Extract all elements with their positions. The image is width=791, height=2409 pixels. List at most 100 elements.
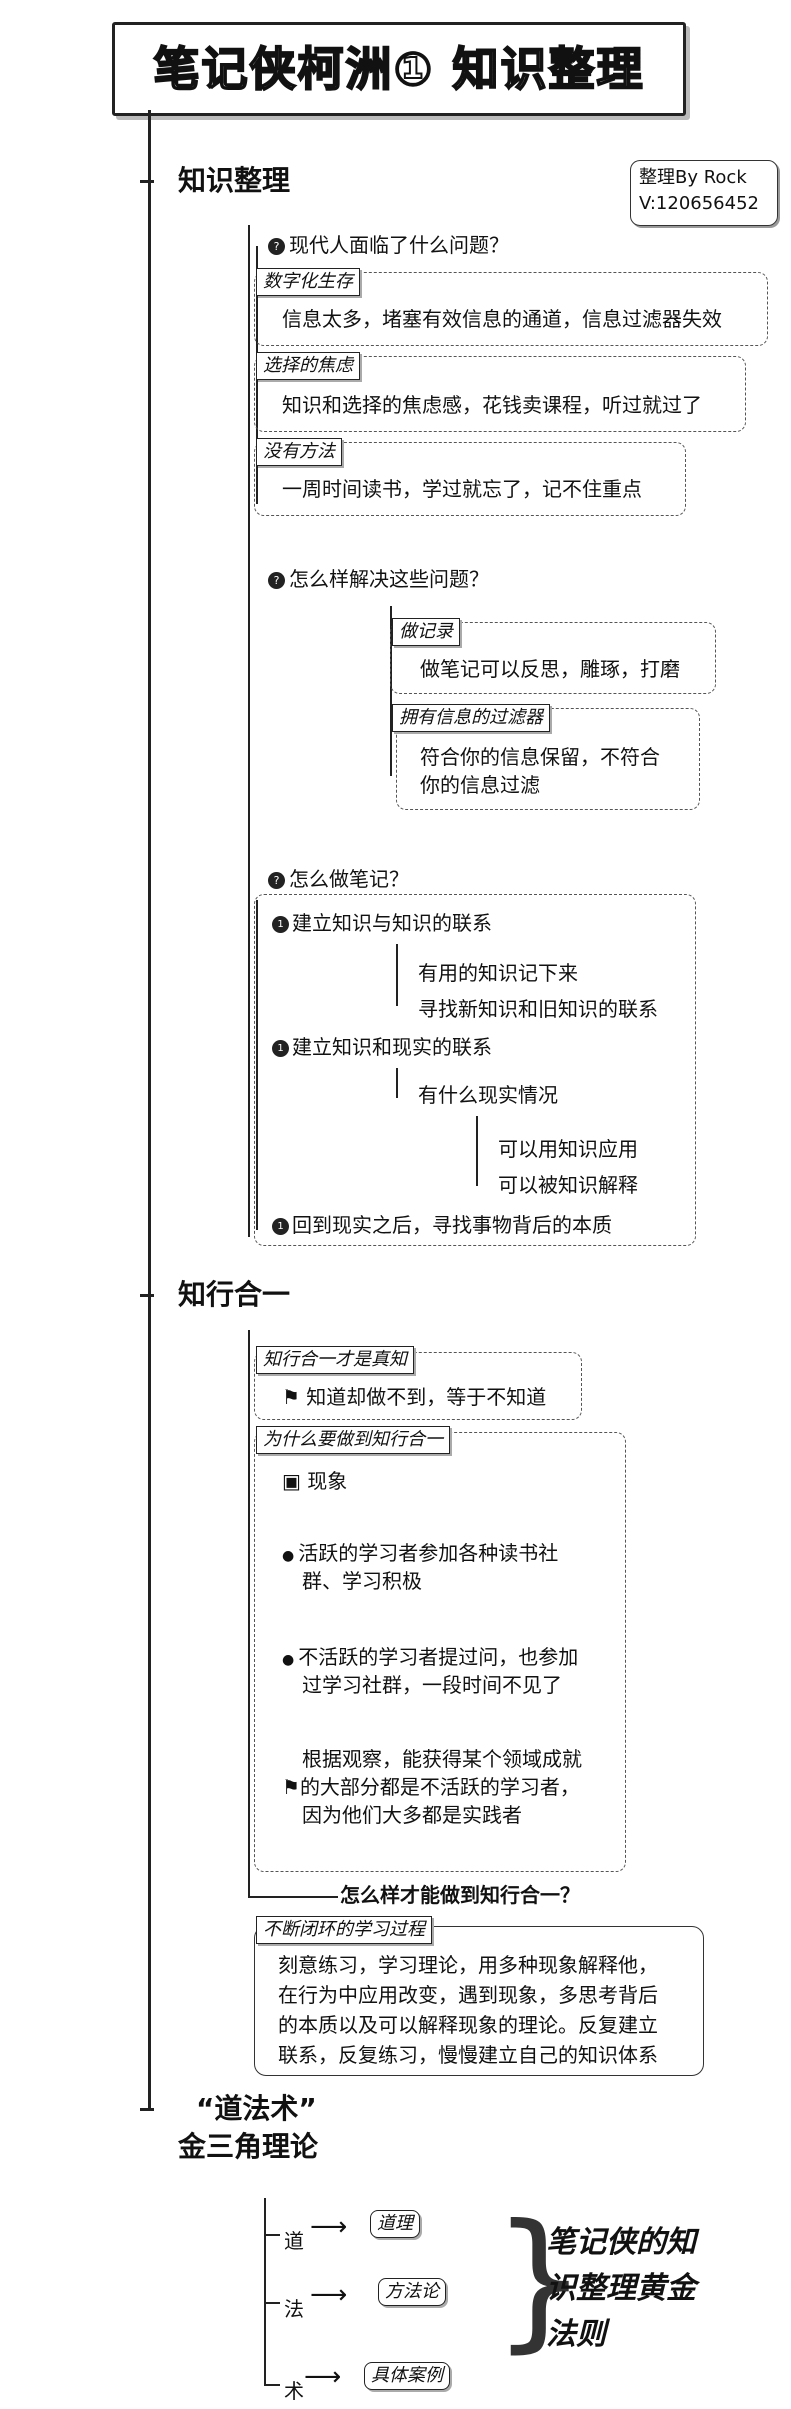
q1-item2-box [254,356,746,432]
q2-text: 怎么样解决这些问题？ [289,567,489,591]
q3-label: ?怎么做笔记？ [268,866,409,892]
s3-row2-key: 法 [284,2297,304,2321]
q2-item2-tag: 拥有信息的过滤器 [392,704,550,732]
s2-t2-p1b: 群、学习积极 [302,1569,422,1593]
s2-spine [248,1330,250,1898]
q3-b-child1: 有什么现实情况 [418,1083,558,1107]
s3-row1-key: 道 [284,2229,304,2253]
s1-spine [248,225,250,1237]
q3-a-branch [396,944,398,1006]
q1-item3-text: 一周时间读书，学过就忘了，记不住重点 [282,477,642,501]
s2-t3-l1: 刻意练习，学习理论，用多种现象解释他， [278,1953,658,1977]
credit-box: 整理By Rock V:120656452 [630,160,778,226]
s3-row2-val: 方法论 [378,2278,446,2306]
person-icon: ● [282,1652,295,1668]
s2-question: 怎么样才能做到知行合一？ [340,1883,580,1907]
s2-t2-p3c: 因为他们大多都是实践者 [302,1803,522,1827]
page-title: 笔记侠柯洲① 知识整理 [153,41,645,97]
q1-item1-box [254,272,768,346]
s2-t2-p3b: ⚑的大部分都是不活跃的学习者， [282,1774,580,1800]
s3-branch [264,2198,266,2384]
q1-text: 现代人面临了什么问题？ [289,233,509,257]
question-circle-icon: ? [268,872,285,889]
s2-t2-p3b-text: 的大部分都是不活跃的学习者， [299,1775,580,1799]
s2-t2-tag: 为什么要做到知行合一 [256,1426,450,1454]
s2-t2-p2b: 过学习社群，一段时间不见了 [302,1673,562,1697]
s3-row2-arrow: ⟶ [310,2280,348,2310]
section-heading-1: 知识整理 [178,164,291,197]
s2-t2-p2a: ●不活跃的学习者提过问，也参加 [282,1644,578,1673]
q1-item1-text: 信息太多，堵塞有效信息的通道，信息过滤器失效 [282,307,722,331]
question-circle-icon: ? [268,572,285,589]
s2-t3-l3: 的本质以及可以解释现象的理论。反复建立 [278,2013,658,2037]
s2-spine-bottom [248,1896,338,1898]
q3-branch [256,900,258,1230]
number-one-icon: 1 [272,916,289,933]
q2-item1-text: 做笔记可以反思，雕琢，打磨 [420,657,680,681]
credit-line-1: 整理By Rock [639,167,747,188]
s3-tick-3 [264,2384,280,2386]
s3-row1-arrow: ⟶ [310,2212,348,2242]
s3-summary-1: 笔记侠的知 [546,2225,696,2260]
q3-b-detail2: 可以被知识解释 [498,1173,638,1197]
person-icon: ● [282,1548,295,1564]
s2-t3-l2: 在行为中应用改变，遇到现象，多思考背后 [278,1983,658,2007]
s3-row3-key: 术 [284,2379,304,2403]
s2-t2-p1a: ●活跃的学习者参加各种读书社 [282,1540,558,1569]
question-circle-icon: ? [268,238,285,255]
s2-t3-box [254,1926,704,2076]
spine-tick-1 [140,180,154,183]
q3-a-text: 建立知识与知识的联系 [292,911,492,935]
q1-item2-text: 知识和选择的焦虑感，花钱卖课程，听过就过了 [282,393,702,417]
s2-t1-box [254,1352,582,1420]
s3-tick-2 [264,2302,280,2304]
q3-b-detail1: 可以用知识应用 [498,1137,638,1161]
q1-item3-tag: 没有方法 [256,438,342,466]
spine-tick-2 [140,1294,154,1297]
q1-item2-tag: 选择的焦虑 [256,352,360,380]
s2-t2-p2a-text: 不活跃的学习者提过问，也参加 [298,1645,579,1669]
q2-label: ?怎么样解决这些问题？ [268,566,489,592]
number-one-icon: 1 [272,1040,289,1057]
q2-item1-box [390,622,716,694]
s3-brace: } [492,2193,588,2367]
q2-item2-text1: 符合你的信息保留，不符合 [420,745,660,769]
s2-t2-p1a-text: 活跃的学习者参加各种读书社 [298,1541,559,1565]
s2-t1-tag: 知行合一才是真知 [256,1346,414,1374]
q2-item2-text2: 你的信息过滤 [420,773,540,797]
q1-label: ?现代人面临了什么问题？ [268,232,509,258]
s3-row3-val: 具体案例 [364,2362,450,2390]
s3-tick-1 [264,2234,280,2236]
q3-a-child1: 有用的知识记下来 [418,961,578,985]
q3-text: 怎么做笔记？ [289,867,409,891]
section-heading-3a: “道法术” [196,2092,317,2125]
s2-t3-tag: 不断闭环的学习过程 [256,1916,432,1944]
s2-t3-l4: 联系，反复练习，慢慢建立自己的知识体系 [278,2043,658,2067]
q3-box [254,894,696,1246]
credit-line-2: V:120656452 [639,193,759,214]
q3-b-sub-branch [476,1116,478,1186]
title-banner: 笔记侠柯洲① 知识整理 [112,22,686,116]
s2-t2-p0-text: 现象 [307,1469,348,1493]
s2-t2-p0: ▣ 现象 [282,1468,347,1494]
s3-row1-val: 道理 [370,2210,420,2238]
q1-item3-box [254,442,686,516]
s3-row3-arrow: ⟶ [304,2362,342,2392]
q3-a-child2: 寻找新知识和旧知识的联系 [418,997,658,1021]
q2-branch [390,606,392,776]
section-heading-3b: 金三角理论 [178,2130,319,2163]
spine-tick-3 [140,2108,154,2111]
s2-t2-p3a: 根据观察，能获得某个领域成就 [302,1747,582,1771]
s2-t1-text-content: 知道却做不到，等于不知道 [306,1385,547,1409]
s2-t1-text: ⚑ 知道却做不到，等于不知道 [282,1384,546,1410]
q3-c-text: 回到现实之后，寻找事物背后的本质 [292,1213,612,1237]
section-heading-2: 知行合一 [178,1278,291,1311]
s3-summary-2: 识整理黄金 [546,2271,696,2306]
main-spine [148,110,151,2110]
calendar-icon: ▣ [282,1469,301,1493]
flag-icon: ⚑ [282,1775,300,1799]
q3-b-text: 建立知识和现实的联系 [292,1035,492,1059]
